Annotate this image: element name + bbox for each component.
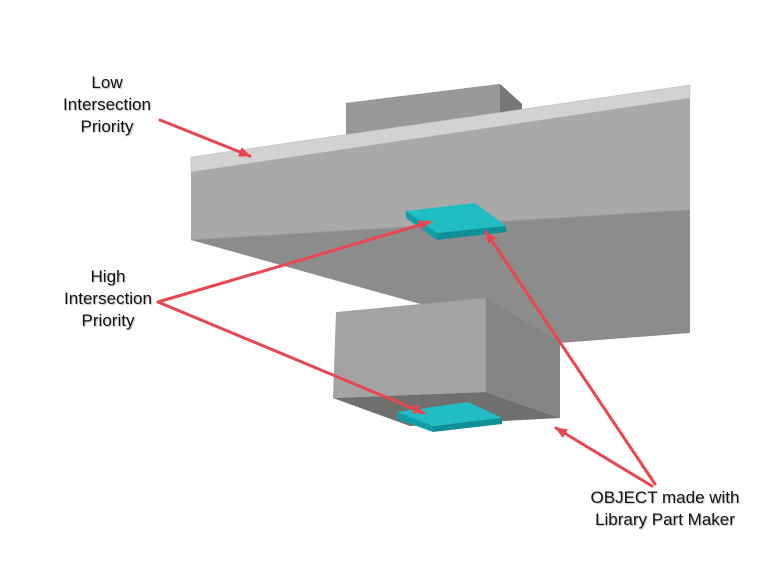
lower-block-front [333,298,486,398]
label-line: Priority [81,311,135,330]
upper-pad-top [406,203,506,233]
arrow-high-priority-upper [156,220,432,304]
label-line: Intersection [64,289,152,308]
label-line: Low [91,73,123,92]
label-line: High [90,267,126,286]
label-object-library-part-maker: OBJECT made with Library Part Maker [560,487,770,531]
label-line: Priority [80,117,134,136]
lower-pad-side [433,418,502,432]
lower-pad-front [397,412,433,432]
arrow-object-upper [484,230,657,486]
arrow-high-priority-lower [156,300,426,415]
label-low-intersection-priority: Low Intersection Priority [42,72,172,138]
arrow-low-priority [158,118,252,158]
label-line: OBJECT made with [590,488,740,507]
slab-bottom-face [191,210,690,343]
label-line: Library Part Maker [595,510,735,529]
label-high-intersection-priority: High Intersection Priority [38,266,178,332]
lower-block-side [486,298,560,418]
upper-pad-side [437,226,506,240]
label-line: Intersection [63,95,151,114]
lower-pad-top [397,402,502,426]
arrow-object-lower [554,426,654,488]
slab-front-face [191,98,690,240]
